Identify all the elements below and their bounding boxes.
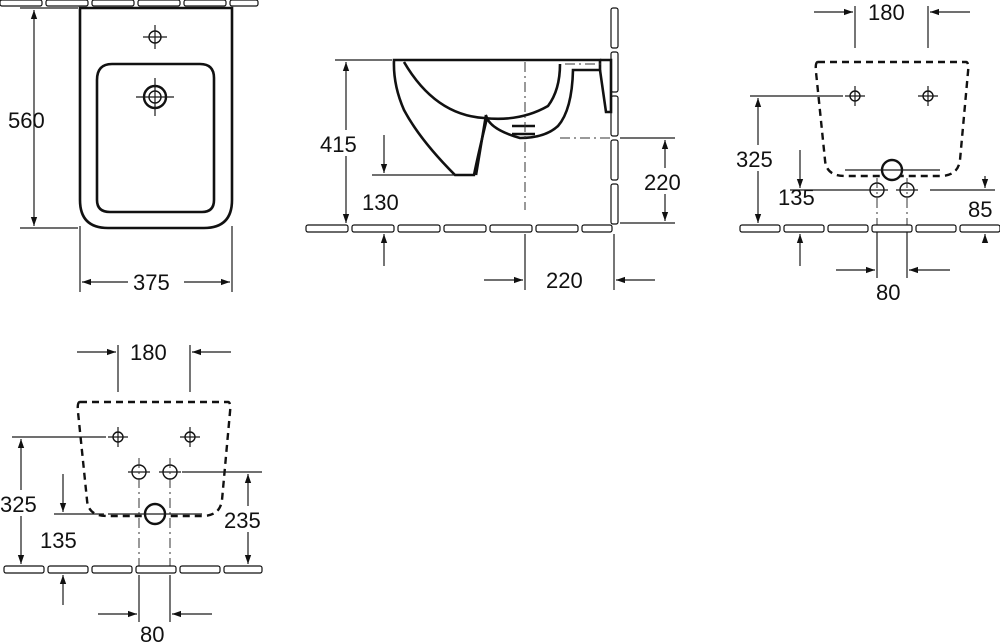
front-view: 560 375	[0, 0, 259, 295]
rear-top-lower-label: 135	[778, 185, 815, 210]
rear-bottom-width-label: 180	[130, 340, 167, 365]
front-height-label: 560	[8, 108, 45, 133]
side-lower-height-label: 130	[362, 190, 399, 215]
rear-bottom-bottom-label: 80	[140, 622, 164, 644]
rear-view-top: 180 325 135 85 80	[733, 0, 1000, 305]
rear-bottom-right-label: 235	[224, 508, 261, 533]
rear-top-fixing-right	[918, 86, 938, 106]
front-tap-hole	[143, 25, 167, 49]
rear-top-right-label: 85	[968, 197, 992, 222]
front-width-label: 375	[133, 270, 170, 295]
front-bidet-outline	[78, 6, 234, 230]
rear-top-bottom-label: 80	[876, 280, 900, 305]
rear-bottom-supply-right	[159, 458, 181, 566]
rear-bottom-lower-label: 135	[40, 528, 77, 553]
side-waste-pipe	[512, 124, 535, 136]
rear-view-bottom: 180 325 135 235 80	[0, 340, 272, 644]
side-wall	[610, 7, 619, 225]
rear-bottom-outline	[76, 400, 232, 518]
rear-bottom-height-label: 325	[0, 492, 37, 517]
rear-bottom-supply-left	[128, 458, 150, 566]
rear-top-fixing-left	[845, 86, 865, 106]
rear-top-supply-left	[866, 178, 888, 225]
front-drain	[136, 78, 174, 116]
side-floor	[305, 224, 613, 233]
side-wall-bracket	[598, 58, 613, 114]
rear-bottom-fixing-right	[180, 427, 200, 447]
front-bowl-outline	[95, 62, 216, 214]
front-wall-strip	[0, 0, 259, 7]
rear-top-width-label: 180	[868, 0, 905, 25]
side-depth-label: 220	[546, 268, 583, 293]
rear-bottom-waste	[108, 502, 202, 526]
rear-bottom-fixing-left	[108, 427, 128, 447]
side-bowl-inner	[402, 61, 562, 121]
side-view: 415 130 220 220	[305, 7, 694, 293]
rear-top-floor	[739, 224, 1000, 233]
rear-top-height-label: 325	[736, 147, 773, 172]
rear-top-supply-right	[896, 178, 918, 225]
rear-bottom-floor	[3, 565, 263, 574]
side-right-height-label: 220	[644, 170, 681, 195]
side-total-height-label: 415	[320, 132, 357, 157]
rear-top-waste	[845, 158, 940, 182]
